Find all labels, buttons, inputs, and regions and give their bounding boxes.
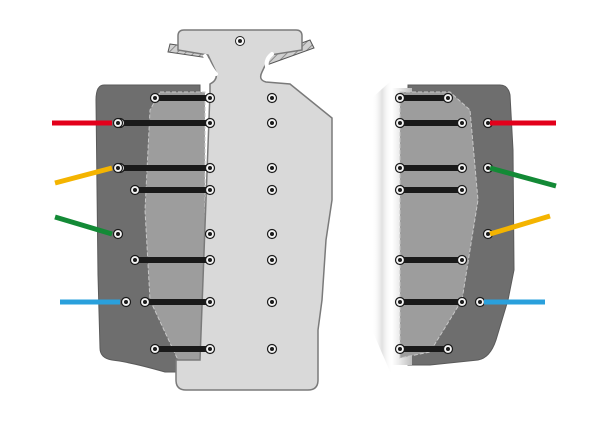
bolt-icon bbox=[394, 162, 406, 174]
right-wires bbox=[484, 120, 557, 305]
bolt-icon bbox=[394, 343, 406, 355]
fade-divider bbox=[372, 80, 392, 376]
bolt-icon bbox=[204, 184, 216, 196]
wire-screw-head-icon bbox=[474, 296, 486, 308]
bolt-icon bbox=[394, 184, 406, 196]
plate-screw-head-icon bbox=[266, 254, 278, 266]
bolt-icon bbox=[204, 254, 216, 266]
plate-screw-head-icon bbox=[266, 343, 278, 355]
left-green-wire bbox=[54, 214, 113, 237]
bolt-icon bbox=[149, 92, 161, 104]
bolt-icon bbox=[456, 296, 468, 308]
bolt-icon bbox=[456, 254, 468, 266]
bolt-icon bbox=[394, 92, 406, 104]
left-bolt bbox=[129, 254, 216, 266]
right-green-wire bbox=[489, 165, 557, 189]
bolt-icon bbox=[456, 162, 468, 174]
left-bolt bbox=[139, 296, 216, 308]
bolt-icon bbox=[149, 343, 161, 355]
left-inner-shadow bbox=[144, 91, 206, 361]
right-bolt bbox=[394, 92, 454, 104]
bolt-icon bbox=[129, 254, 141, 266]
left-bolt bbox=[149, 92, 216, 104]
right-bolt bbox=[394, 254, 468, 266]
left-assembly bbox=[52, 29, 333, 391]
right-bolt bbox=[394, 343, 454, 355]
left-yellow-wire bbox=[54, 165, 113, 186]
left-bolt bbox=[149, 343, 216, 355]
plate-screw-head-icon bbox=[266, 184, 278, 196]
bolt-icon bbox=[442, 92, 454, 104]
bolt-icon bbox=[456, 184, 468, 196]
right-inner-shadow bbox=[399, 91, 479, 359]
wire-screw-head-icon bbox=[120, 296, 132, 308]
bolt-icon bbox=[204, 296, 216, 308]
bolt-icon bbox=[129, 184, 141, 196]
bolt-icon bbox=[456, 117, 468, 129]
right-bolt bbox=[394, 184, 468, 196]
right-assembly bbox=[392, 84, 557, 366]
right-bolts bbox=[394, 92, 494, 355]
top-screw-head-icon bbox=[235, 36, 245, 46]
right-bolt bbox=[394, 162, 468, 174]
left-wires bbox=[52, 120, 120, 305]
right-bolt bbox=[394, 117, 468, 129]
wire-screw-head-icon bbox=[112, 117, 124, 129]
left-hook bbox=[203, 54, 218, 76]
bolt-icon bbox=[394, 254, 406, 266]
right-yellow-wire bbox=[489, 213, 551, 237]
plate-screw-head-icon bbox=[266, 228, 278, 240]
bolt-icon bbox=[394, 296, 406, 308]
wire-screw-head-icon bbox=[112, 228, 124, 240]
bolt-icon bbox=[204, 117, 216, 129]
left-bolt bbox=[129, 184, 216, 196]
right-bolt bbox=[394, 296, 468, 308]
bolt-icon bbox=[442, 343, 454, 355]
plate-screw-head-icon bbox=[266, 296, 278, 308]
plate-screw-head-icon bbox=[266, 117, 278, 129]
left-plate-screws bbox=[204, 92, 278, 355]
bolt-icon bbox=[139, 296, 151, 308]
wire-screw-head-icon bbox=[112, 162, 124, 174]
bolt-icon bbox=[204, 162, 216, 174]
right-hook bbox=[264, 52, 274, 72]
left-bolts bbox=[112, 92, 216, 355]
bolt-icon bbox=[204, 92, 216, 104]
plate-screw-head-icon bbox=[266, 162, 278, 174]
plate-screw-head-icon bbox=[266, 92, 278, 104]
bolt-icon bbox=[394, 117, 406, 129]
bolt-icon bbox=[204, 343, 216, 355]
plate-screw-head-icon bbox=[204, 228, 216, 240]
